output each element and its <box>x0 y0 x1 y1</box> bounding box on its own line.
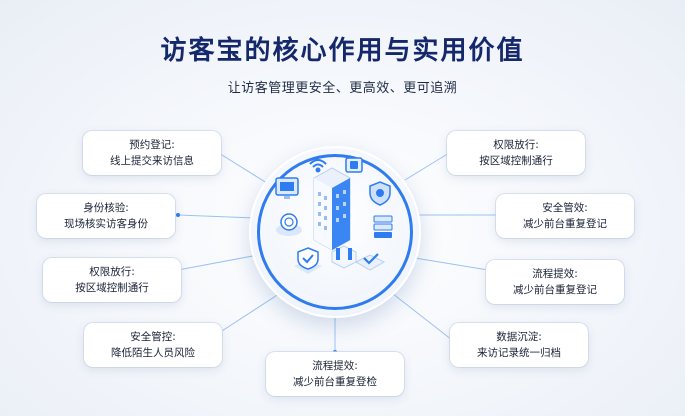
card-right-2-text: 减少前台重复登记 <box>523 218 607 230</box>
card-left-1-heading: 预约登记: <box>129 139 175 151</box>
page-title: 访客宝的核心作用与实用价值 <box>160 36 525 66</box>
connector-left-2 <box>177 214 256 219</box>
page-subtitle: 让访客管理更安全、更高效、更可追溯 <box>227 81 458 96</box>
card-left-1-text: 线上提交来访信息 <box>110 155 194 167</box>
card-left-4-text: 降低陌生人员风险 <box>111 347 195 359</box>
connector-left-1 <box>213 149 271 186</box>
card-right-4-text: 来访记录统一归档 <box>477 347 561 359</box>
card-right-3-text: 减少前台重复登记 <box>513 284 597 296</box>
card-right-1: 权限放行: 按区域控制通行 <box>447 131 585 175</box>
card-right-3: 流程提效: 减少前台重复登记 <box>486 260 624 304</box>
building-icon <box>313 167 351 251</box>
card-left-2: 身份核验: 现场核实访客身份 <box>37 194 175 238</box>
card-left-3: 权限放行: 按区域控制通行 <box>43 258 181 302</box>
card-bottom: 流程提效: 减少前台重复登检 <box>266 352 404 396</box>
monitor-icon <box>275 177 299 199</box>
card-left-3-heading: 权限放行: <box>89 266 135 278</box>
connector-right-3 <box>414 257 489 271</box>
gate-icon <box>331 245 357 269</box>
hub-ring <box>257 154 413 310</box>
card-right-2: 安全管效: 减少前台重复登记 <box>496 194 634 238</box>
card-right-1-heading: 权限放行: <box>493 139 539 151</box>
wifi-icon <box>309 159 327 173</box>
card-left-4-heading: 安全管控: <box>130 331 176 343</box>
card-bottom-text: 减少前台重复登检 <box>293 376 377 388</box>
check-pad-icon <box>354 253 386 271</box>
card-left-3-text: 按区域控制通行 <box>75 282 149 294</box>
card-left-2-text: 现场核实访客身份 <box>64 218 148 230</box>
shield-icon <box>369 181 391 206</box>
card-right-1-text: 按区域控制通行 <box>479 155 553 167</box>
connector-right-1 <box>404 149 455 181</box>
server-icon <box>373 215 393 238</box>
card-left-2-heading: 身份核验: <box>83 202 129 214</box>
shield-check-icon <box>294 247 322 274</box>
hub-illustration <box>275 157 393 274</box>
card-left-4: 安全管控: 降低陌生人员风险 <box>84 323 222 367</box>
card-left-1: 预约登记: 线上提交来访信息 <box>83 131 221 175</box>
card-right-4: 数据沉淀: 来访记录统一归档 <box>450 323 588 367</box>
fingerprint-icon <box>276 213 302 236</box>
id-card-icon <box>345 157 363 173</box>
card-bottom-heading: 流程提效: <box>312 360 358 372</box>
card-right-4-heading: 数据沉淀: <box>496 331 542 343</box>
card-right-3-heading: 流程提效: <box>532 268 578 280</box>
card-right-2-heading: 安全管效: <box>542 202 588 214</box>
connector-right-4 <box>387 289 453 341</box>
connector-left-3 <box>177 254 259 271</box>
